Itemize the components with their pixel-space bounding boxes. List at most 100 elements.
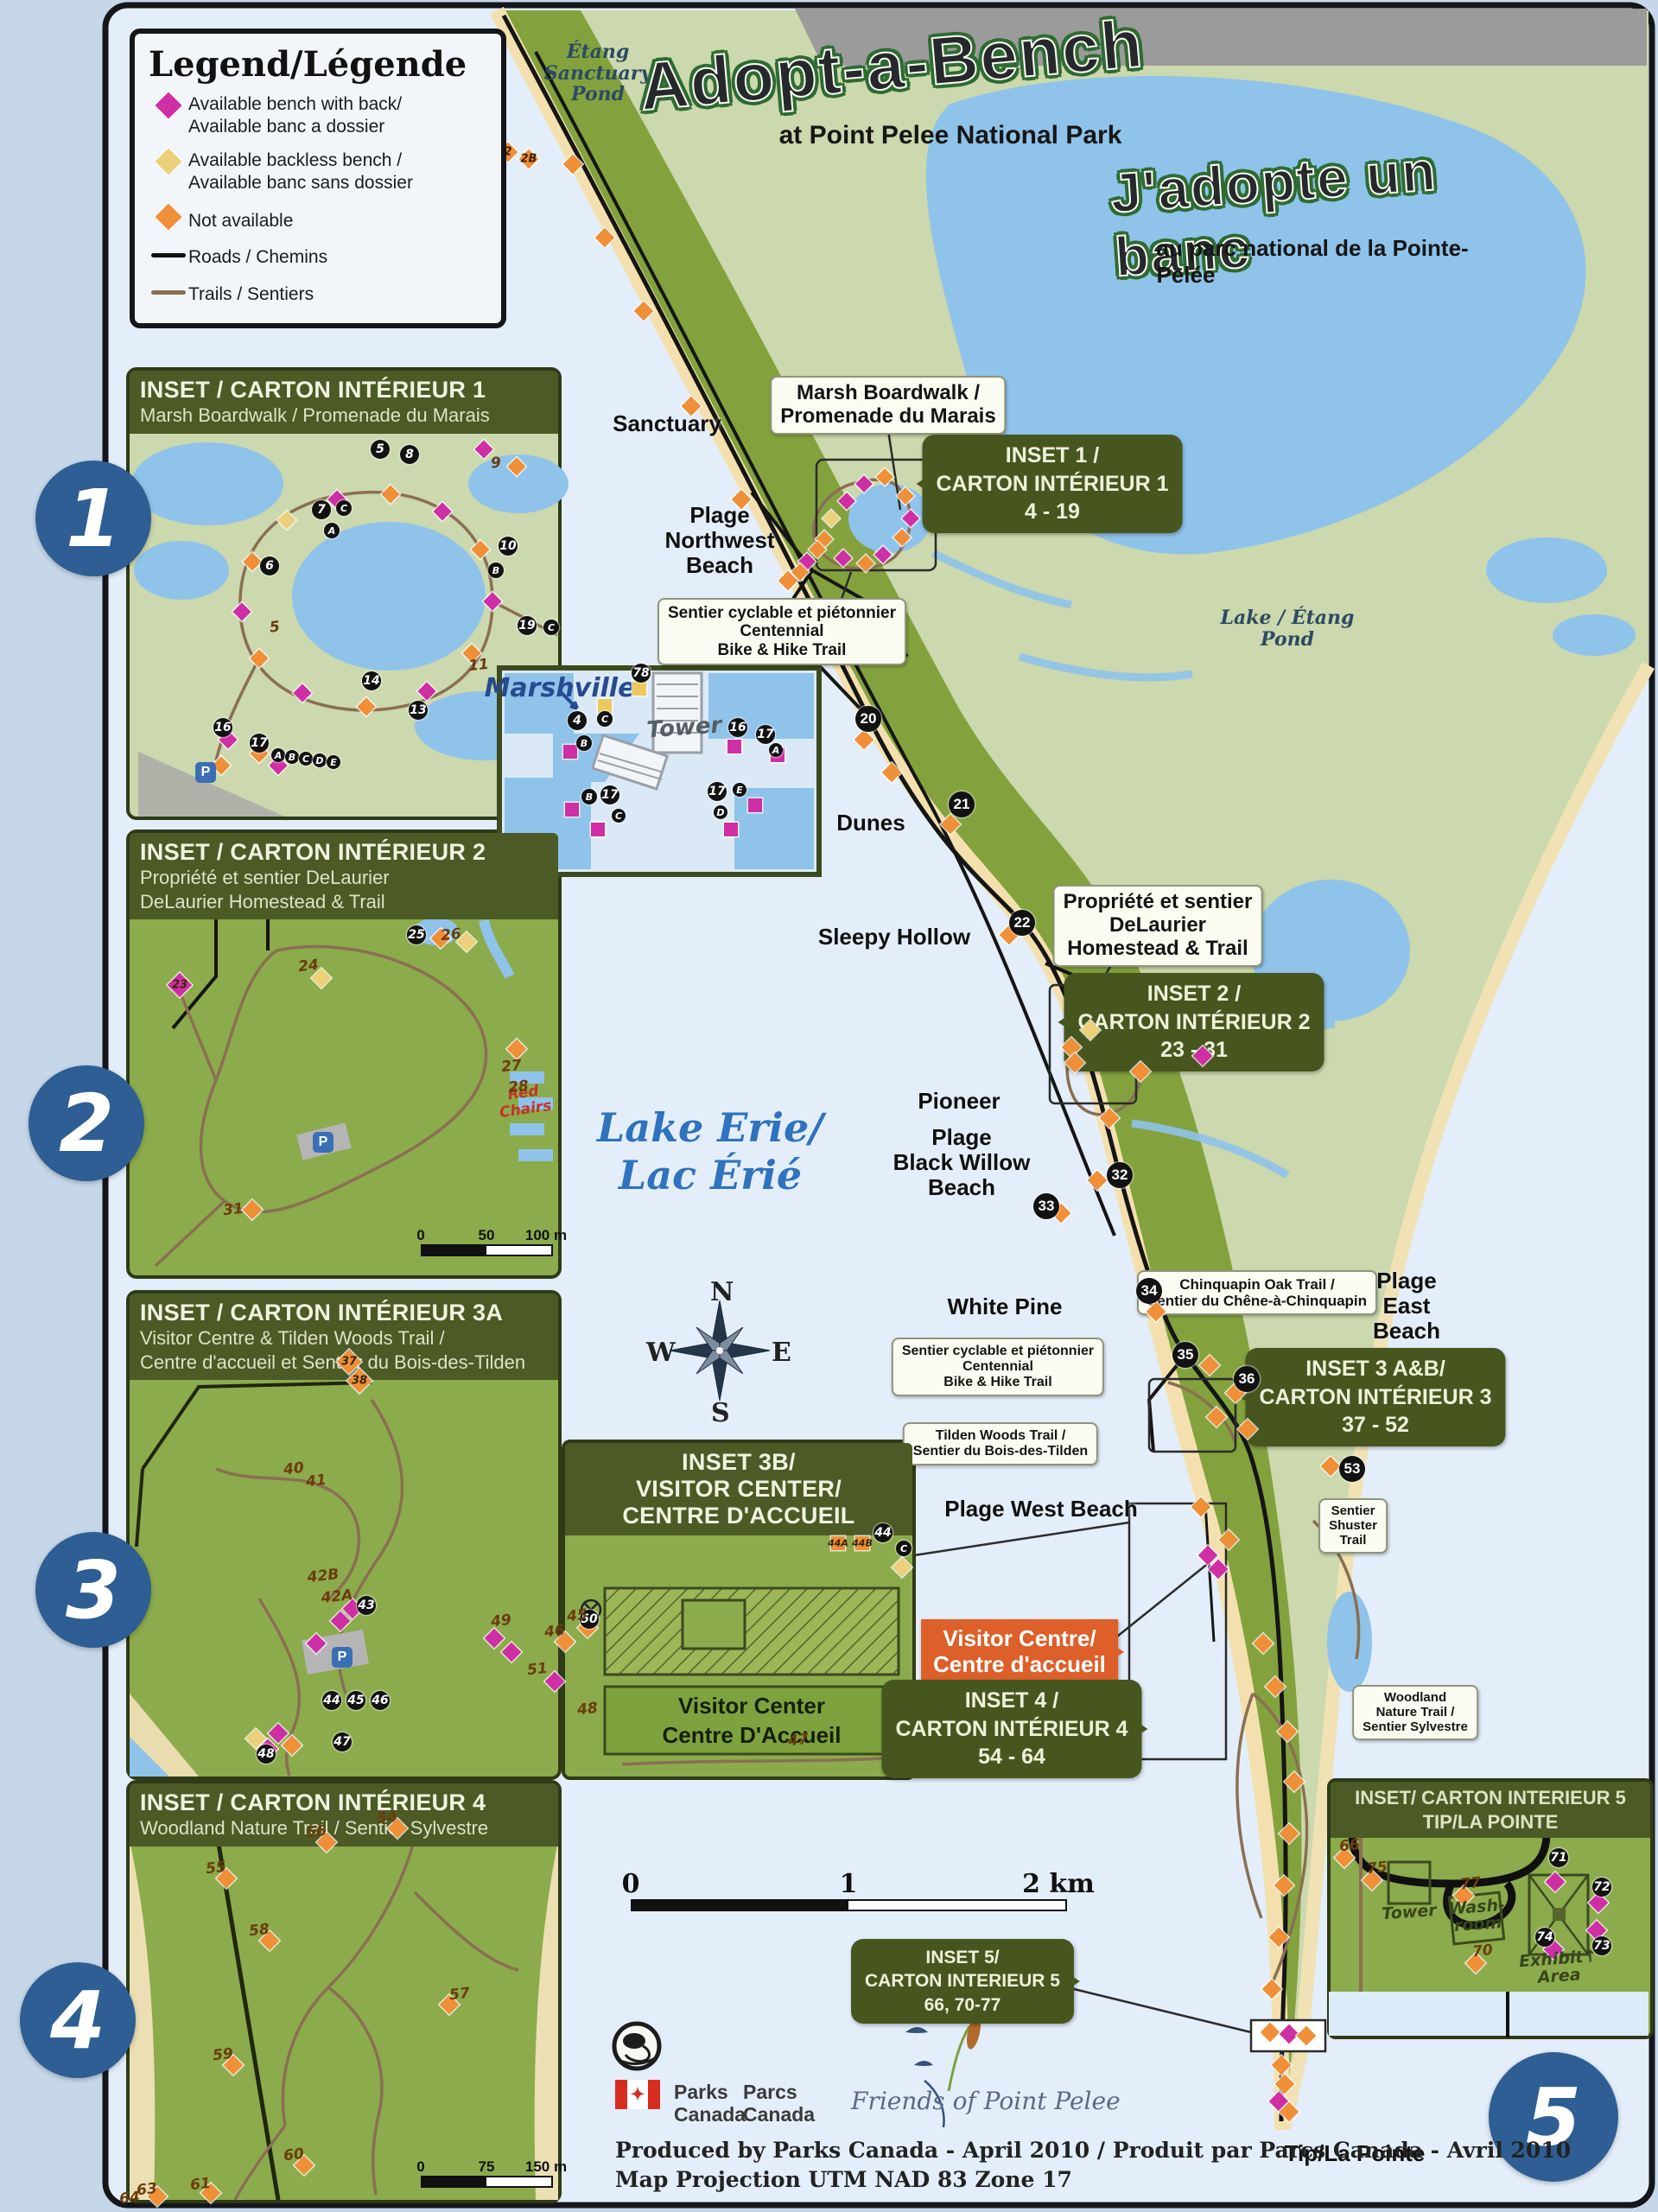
bench-marker — [1260, 2022, 1280, 2043]
label-marshville: Marshville — [484, 673, 636, 703]
map-attribution: Produced by Parks Canada - April 2010 / … — [615, 2138, 1572, 2192]
bench-marker — [1320, 1456, 1341, 1477]
bench-marker — [293, 683, 312, 702]
subtitle-english: at Point Pelee National Park — [778, 121, 1122, 149]
handwritten-number: 75 — [1366, 1858, 1388, 1878]
label-white-pine: White Pine — [947, 1294, 1063, 1319]
inset-number-marker: C — [896, 1541, 912, 1556]
bench-marker — [1271, 2055, 1292, 2075]
inset-number-marker: E — [733, 783, 746, 797]
bench-marker-square — [598, 699, 612, 713]
bench-marker — [1284, 1771, 1305, 1792]
inset-number-marker: 48 — [257, 1745, 276, 1764]
inset-reference-number: 2 — [29, 1065, 144, 1181]
inset-number-marker: 19 — [518, 616, 537, 635]
inset5-exhibit-label: Exhibit↑Area — [1518, 1946, 1598, 1987]
handwritten-number: 24 — [297, 956, 320, 976]
legend-item-available-backless: Available backless bench /Available banc… — [149, 147, 487, 195]
legend-item-available-back: Available bench with back/Available banc… — [149, 92, 487, 139]
trail-line-icon — [149, 280, 188, 295]
bench-marker — [277, 511, 296, 530]
friends-logo-art — [905, 2013, 981, 2128]
inset-number-marker: 17 — [600, 785, 619, 804]
label-plage-west-beach: Plage West Beach — [944, 1496, 1138, 1522]
inset-reference-number: 4 — [20, 1962, 136, 2078]
bench-marker — [874, 546, 892, 563]
label-sanctuary: Sanctuary — [613, 410, 721, 436]
bench-marker — [633, 301, 654, 321]
bench-marker-square: 44B — [852, 1536, 873, 1550]
inset-number-marker: 8 — [400, 445, 419, 464]
legend-item-trails: Trails / Sentiers — [149, 280, 487, 306]
bench-marker — [1265, 1676, 1286, 1697]
bench-marker — [838, 493, 855, 510]
bench-marker-square — [727, 740, 741, 753]
bench-marker — [268, 1723, 289, 1744]
label-lake-erie: Lake Erie/Lac Érié — [596, 1104, 824, 1199]
bench-marker — [1218, 1529, 1239, 1550]
bench-marker — [232, 602, 251, 621]
subtitle-french: au parc national de la Pointe-Pelée — [1156, 235, 1469, 288]
bench-marker-square — [591, 823, 605, 836]
inset-number-marker: C — [612, 809, 626, 823]
inset-number-marker: B — [285, 750, 299, 764]
road-number-marker: 20 — [855, 706, 881, 732]
inset-number-marker: 17 — [756, 725, 775, 744]
inset-reference-number: 5 — [1489, 2052, 1618, 2182]
handwritten-number: 57 — [448, 1984, 471, 2005]
bench-marker — [1274, 1875, 1294, 1896]
bench-marker — [823, 510, 840, 527]
handwritten-number: 60 — [283, 2145, 305, 2165]
inset-number-marker: 46 — [371, 1691, 390, 1710]
inset-number-marker: B — [581, 789, 597, 804]
handwritten-number: 46 — [543, 1621, 566, 1642]
handwritten-number: 5 — [269, 618, 281, 637]
inset-number-marker: B — [488, 563, 504, 578]
legend-item-roads: Roads / Chemins — [149, 243, 487, 269]
bench-marker — [1099, 1108, 1120, 1128]
inset-number-marker: 71 — [1549, 1848, 1568, 1867]
inset-reference-number: 3 — [35, 1532, 151, 1648]
handwritten-number: 66 — [1338, 1835, 1361, 1856]
parking-icon: P — [313, 1132, 334, 1153]
bench-marker — [1296, 2025, 1317, 2046]
inset-number-marker: D — [313, 753, 327, 767]
inset-number-marker: C — [543, 620, 559, 635]
parking-icon: P — [195, 762, 216, 783]
handwritten-number: 9 — [490, 454, 502, 473]
handwritten-number: 54 — [376, 1808, 398, 1828]
label-sleepy-hollow: Sleepy Hollow — [817, 924, 971, 950]
bench-marker — [242, 1199, 263, 1220]
handwritten-number: 28 — [507, 1077, 530, 1097]
bench-marker — [1261, 1979, 1282, 1999]
bench-marker — [250, 649, 269, 668]
bench-marker — [1199, 1355, 1220, 1376]
callout-tilden-woods: Tilden Woods Trail /Sentier du Bois-des-… — [902, 1422, 1099, 1465]
handwritten-number: 11 — [467, 655, 490, 676]
handwritten-number: 42A — [320, 1586, 354, 1607]
callout-chinquapin: Chinquapin Oak Trail /Sentier du Chêne-à… — [1136, 1270, 1378, 1316]
bench-marker — [1545, 1872, 1566, 1892]
marshville-tower-label: Tower — [645, 712, 723, 744]
bench-marker-square — [563, 745, 577, 759]
inset-number-marker: 73 — [1592, 1936, 1611, 1955]
inset-number-marker: D — [714, 805, 727, 819]
bench-marker — [1279, 2024, 1299, 2044]
inset-number-marker: 14 — [362, 671, 381, 690]
handwritten-number: 70 — [1471, 1941, 1494, 1961]
inset3b-header: INSET 3B/VISITOR CENTER/CENTRE D'ACCUEIL — [565, 1443, 912, 1535]
handwritten-number: 64 — [118, 2188, 141, 2209]
